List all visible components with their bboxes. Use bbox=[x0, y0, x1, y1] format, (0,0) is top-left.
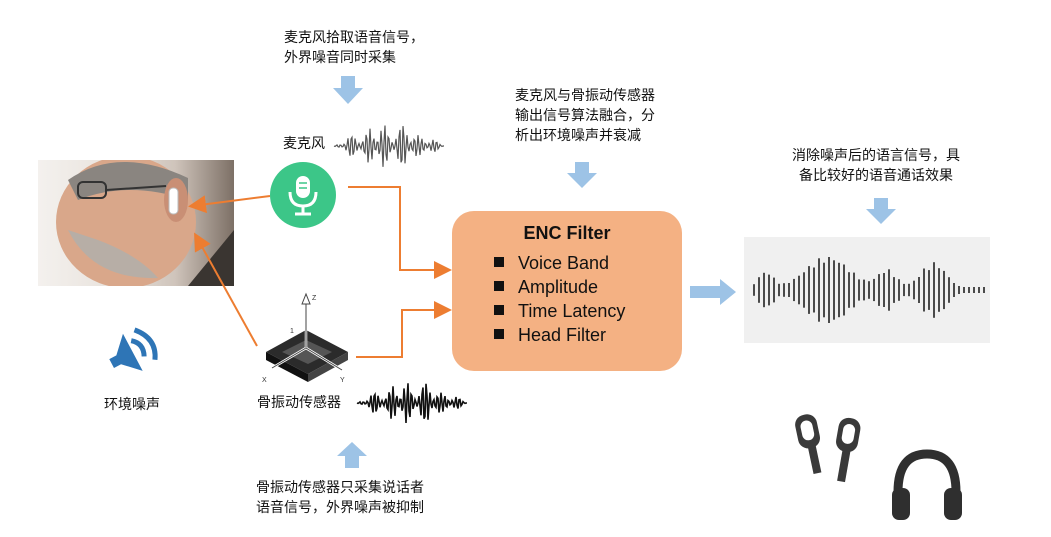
clean-signal-waveform bbox=[753, 257, 985, 323]
right-note: 消除噪声后的语言信号，具 备比较好的语音通话效果 bbox=[792, 148, 960, 184]
enc-item-voice-band: Voice Band bbox=[494, 253, 609, 274]
middle-note: 麦克风与骨振动传感器 输出信号算法融合，分 析出环境噪声并衰减 bbox=[515, 88, 655, 144]
mic-label: 麦克风 bbox=[283, 136, 325, 152]
headphones-icon bbox=[892, 449, 962, 520]
enc-filter-title: ENC Filter bbox=[523, 223, 611, 243]
enc-item-label: Head Filter bbox=[518, 325, 607, 345]
axis-x-label: X bbox=[262, 377, 267, 384]
person-photo bbox=[38, 160, 234, 286]
waveform-trace bbox=[333, 125, 444, 167]
enc-item-head-filter: Head Filter bbox=[494, 325, 606, 346]
sensor-waveform bbox=[356, 383, 467, 424]
enc-item-label: Voice Band bbox=[518, 253, 610, 273]
enc-item-label: Amplitude bbox=[518, 277, 599, 297]
enc-filter-box: ENC Filter Voice Band Amplitude Time Lat… bbox=[452, 211, 682, 371]
accelerometer-chip-icon: Z X Y 1 bbox=[262, 292, 348, 384]
down-arrow-middle bbox=[567, 162, 597, 188]
axis-y-label: Y bbox=[340, 377, 345, 384]
mic-waveform bbox=[333, 125, 444, 167]
enc-item-amplitude: Amplitude bbox=[494, 277, 598, 298]
microphone-icon bbox=[270, 162, 336, 228]
clean-signal-waveform-panel bbox=[744, 237, 990, 343]
up-arrow-bottom bbox=[337, 442, 367, 468]
speaker-icon bbox=[109, 327, 158, 371]
bullet-square-icon bbox=[494, 257, 504, 268]
bullet-square-icon bbox=[494, 329, 504, 340]
enc-item-label: Time Latency bbox=[518, 301, 626, 321]
pin-one-label: 1 bbox=[290, 328, 294, 335]
bullet-square-icon bbox=[494, 281, 504, 292]
bottom-note: 骨振动传感器只采集说话者 语音信号，外界噪声被抑制 bbox=[256, 480, 424, 516]
sensor-label: 骨振动传感器 bbox=[257, 395, 341, 411]
top-note: 麦克风拾取语音信号， 外界噪音同时采集 bbox=[284, 30, 424, 66]
right-arrow-output bbox=[690, 279, 736, 305]
enc-item-time-latency: Time Latency bbox=[494, 301, 625, 322]
waveform-trace bbox=[356, 383, 467, 424]
down-arrow-right bbox=[866, 198, 896, 224]
axis-z-label: Z bbox=[312, 295, 317, 302]
earbuds-icon bbox=[795, 414, 861, 483]
bullet-square-icon bbox=[494, 305, 504, 316]
down-arrow-top bbox=[333, 76, 363, 104]
noise-label: 环境噪声 bbox=[104, 397, 160, 413]
